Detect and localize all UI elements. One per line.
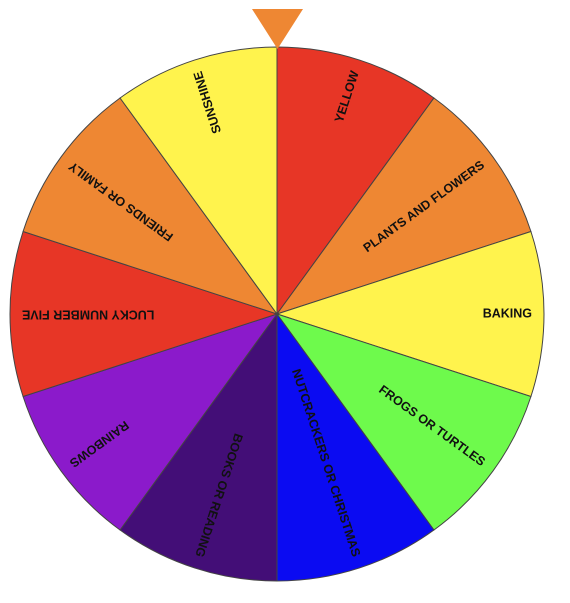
wheel-segment-sunshine (119, 46, 278, 316)
wheel-segment-friends-or-family (22, 97, 279, 315)
wheel-segment-rainbows (22, 313, 279, 531)
wheel-segment-yellow (276, 46, 435, 316)
wheel-segment-frogs-or-turtles (275, 313, 532, 531)
wheel-segments (9, 46, 545, 582)
wheel-label-lucky-number-five: LUCKY NUMBER FIVE (22, 308, 154, 322)
wheel-label-baking: BAKING (483, 306, 532, 320)
wheel-segment-lucky-number-five (9, 230, 279, 398)
wheel-segment-books-or-reading (119, 312, 278, 582)
wheel-segment-nutcrackers-or-christmas (276, 312, 435, 582)
wheel-segment-plants-and-flowers (275, 97, 532, 315)
wheel-pointer-icon (252, 9, 303, 49)
wheel-segment-baking (275, 230, 545, 398)
